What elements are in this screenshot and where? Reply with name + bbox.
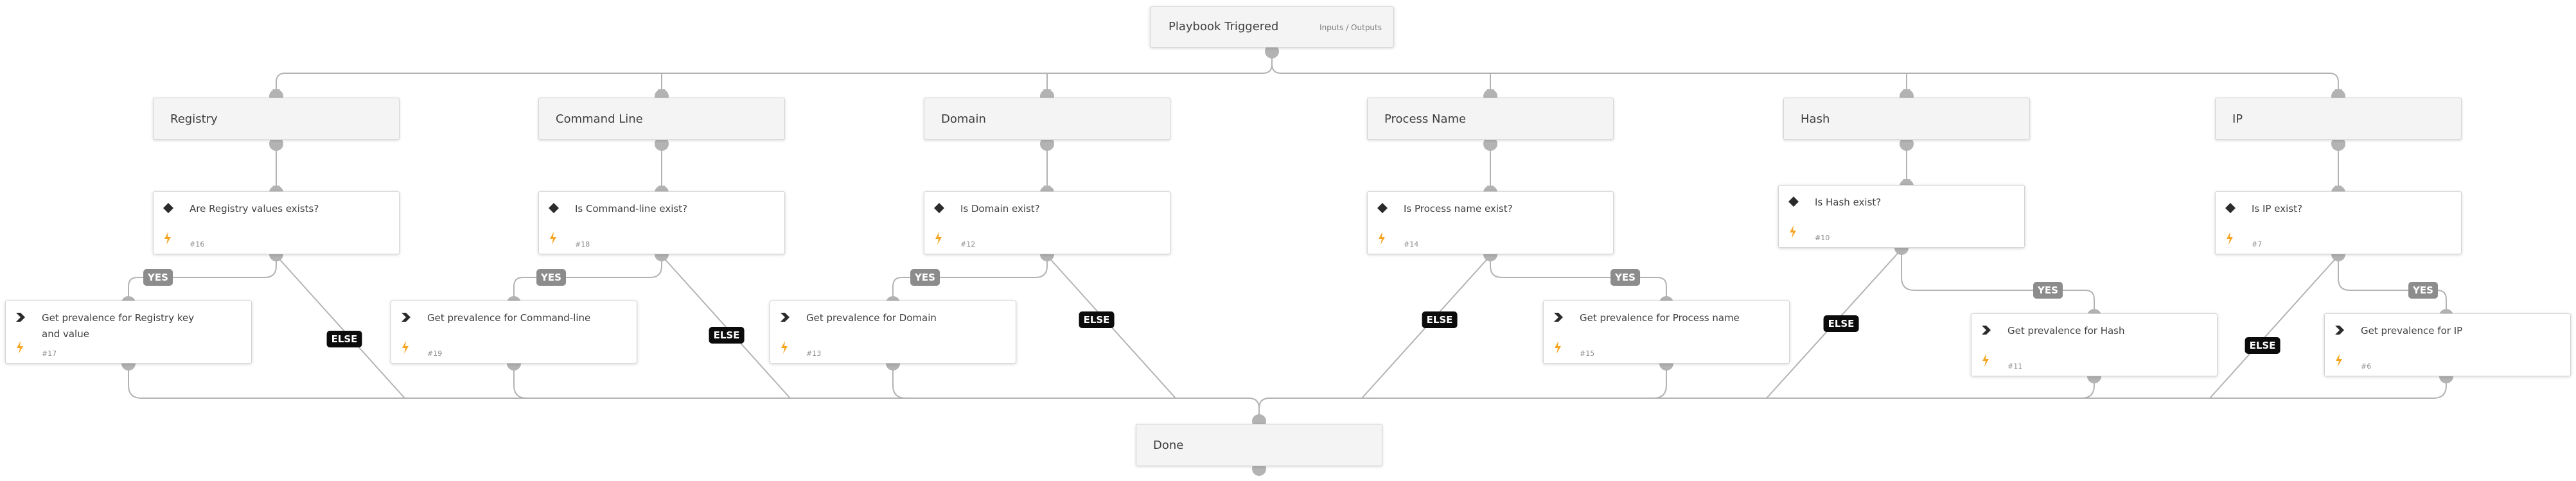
playbook-chevron-icon [2335,326,2344,335]
task-id: #6 [2361,362,2372,371]
automation-bolt-icon [550,232,556,245]
automation-bolt-icon [1790,225,1796,238]
else-label: ELSE [326,331,362,347]
condition-domain-exists[interactable]: Is Domain exist? #12 [924,191,1170,254]
condition-diamond-icon [1788,197,1799,207]
automation-bolt-icon [2227,232,2233,245]
automation-bolt-icon [164,232,171,245]
yes-label: YES [536,269,566,286]
automation-bolt-icon [935,232,942,245]
condition-title: Is Hash exist? [1815,197,1882,208]
yes-label: YES [2408,282,2438,299]
yes-label: YES [143,269,173,286]
task-prevalence-ip[interactable]: Get prevalence for IP #6 [2324,313,2571,376]
task-id: #16 [190,240,205,249]
task-id: #12 [960,240,976,249]
task-title: Get prevalence for Hash [2007,325,2125,337]
else-label: ELSE [2245,337,2280,354]
playbook-chevron-icon [781,313,790,322]
playbook-chevron-icon [401,313,410,322]
automation-bolt-icon [781,341,788,354]
condition-diamond-icon [549,203,559,213]
task-prevalence-process-name[interactable]: Get prevalence for Process name #15 [1543,301,1790,363]
else-label: ELSE [1422,311,1458,328]
task-prevalence-domain[interactable]: Get prevalence for Domain #13 [770,301,1016,363]
condition-diamond-icon [2225,203,2236,213]
task-id: #15 [1580,349,1595,358]
task-id: #14 [1404,240,1419,249]
playbook-chevron-icon [1982,326,1991,335]
done-node[interactable]: Done [1136,424,1382,466]
condition-registry-exists[interactable]: Are Registry values exists? #16 [153,191,400,254]
task-title: Get prevalence for Process name [1580,312,1740,324]
task-id: #19 [427,349,443,358]
trigger-title: Playbook Triggered [1169,20,1279,33]
inputs-outputs-link[interactable]: Inputs / Outputs [1319,23,1382,32]
section-label: IP [2232,112,2243,126]
section-label: Hash [1801,112,1830,126]
task-id: #7 [2252,240,2263,249]
condition-process-name-exists[interactable]: Is Process name exist? #14 [1367,191,1614,254]
task-id: #13 [806,349,822,358]
done-label: Done [1153,438,1184,452]
automation-bolt-icon [2336,354,2342,367]
condition-title: Is Process name exist? [1404,203,1513,214]
condition-hash-exists[interactable]: Is Hash exist? #10 [1778,185,2025,248]
condition-command-line-exists[interactable]: Is Command-line exist? #18 [538,191,785,254]
condition-title: Is Domain exist? [960,203,1040,214]
section-registry[interactable]: Registry [153,98,400,140]
task-id: #17 [42,349,57,358]
section-command-line[interactable]: Command Line [538,98,785,140]
task-prevalence-command-line[interactable]: Get prevalence for Command-line #19 [391,301,637,363]
automation-bolt-icon [1555,341,1561,354]
task-prevalence-hash[interactable]: Get prevalence for Hash #11 [1971,313,2218,376]
else-label: ELSE [709,327,745,344]
task-id: #18 [575,240,590,249]
condition-title: Is IP exist? [2252,203,2302,214]
task-title: Get prevalence for IP [2361,325,2463,337]
task-title: Get prevalence for Domain [806,312,937,324]
task-id: #10 [1815,234,1830,242]
playbook-chevron-icon [16,313,25,322]
automation-bolt-icon [1379,232,1385,245]
condition-diamond-icon [1377,203,1388,213]
automation-bolt-icon [402,341,409,354]
condition-title: Is Command-line exist? [575,203,688,214]
section-domain[interactable]: Domain [924,98,1170,140]
task-title: Get prevalence for Command-line [427,312,591,324]
task-prevalence-registry[interactable]: Get prevalence for Registry key and valu… [5,301,252,363]
section-ip[interactable]: IP [2215,98,2462,140]
section-label: Registry [170,112,218,126]
yes-label: YES [2033,282,2063,299]
condition-ip-exists[interactable]: Is IP exist? #7 [2215,191,2462,254]
section-label: Domain [941,112,986,126]
else-label: ELSE [1079,311,1115,328]
yes-label: YES [910,269,940,286]
condition-diamond-icon [934,203,944,213]
else-label: ELSE [1823,315,1859,332]
section-hash[interactable]: Hash [1783,98,2030,140]
yes-label: YES [1610,269,1640,286]
section-label: Command Line [556,112,643,126]
automation-bolt-icon [1982,354,1989,367]
condition-diamond-icon [163,203,173,213]
playbook-chevron-icon [1554,313,1563,322]
section-process-name[interactable]: Process Name [1367,98,1614,140]
task-title: Get prevalence for Registry key and valu… [42,312,195,340]
section-label: Process Name [1384,112,1467,126]
playbook-triggered-node[interactable]: Playbook Triggered Inputs / Outputs [1150,6,1394,48]
condition-title: Are Registry values exists? [190,203,319,214]
automation-bolt-icon [17,341,23,354]
task-id: #11 [2007,362,2023,371]
